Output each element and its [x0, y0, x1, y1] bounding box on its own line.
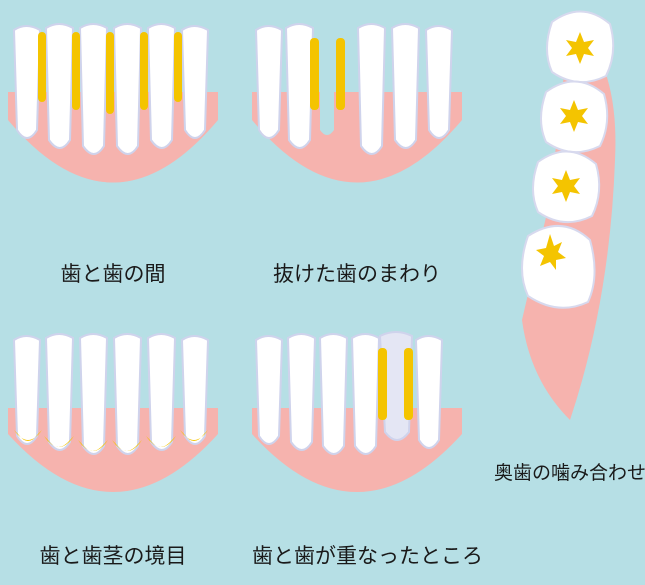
panel-gumline [8, 330, 218, 520]
panel-molars [510, 0, 640, 440]
missing-tooth-area-icon [252, 20, 462, 220]
label-molars: 奥歯の噛み合わせ [494, 458, 642, 485]
panel-missing-tooth [252, 20, 462, 220]
panel-between-teeth [8, 20, 218, 220]
label-gumline: 歯と歯茎の境目 [8, 540, 218, 570]
gumline-highlight-icon [8, 330, 218, 520]
panel-overlapping [252, 330, 462, 520]
label-between-teeth: 歯と歯の間 [8, 258, 218, 288]
teeth-gaps-highlight-icon [8, 20, 218, 220]
molar-biting-surface-icon [510, 0, 640, 440]
label-missing-tooth: 抜けた歯のまわり [252, 258, 462, 288]
overlapping-teeth-icon [252, 330, 462, 520]
label-overlapping: 歯と歯が重なったところ [252, 540, 472, 570]
